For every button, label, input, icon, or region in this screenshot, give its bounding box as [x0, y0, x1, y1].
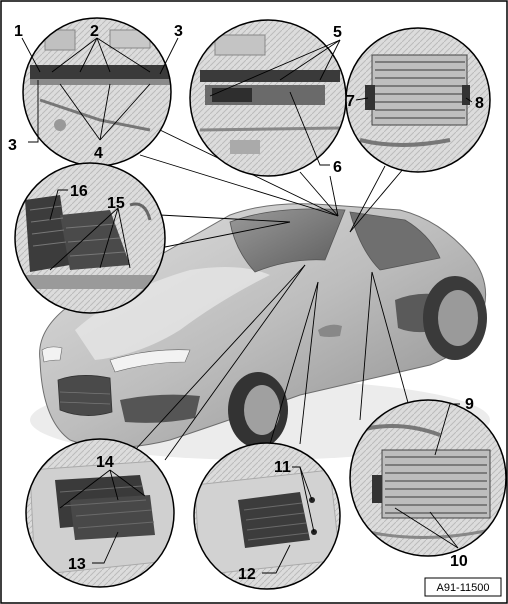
callout-1: 1 [14, 23, 23, 40]
callout-8: 8 [475, 95, 484, 112]
detail-view-5-6 [189, 19, 347, 177]
callout-7: 7 [346, 93, 355, 110]
callout-9: 9 [465, 396, 474, 413]
detail-view-13-14 [25, 438, 175, 588]
callout-11: 11 [274, 459, 291, 476]
callout-10: 10 [450, 553, 468, 570]
callout-5: 5 [333, 24, 342, 41]
detail-view-7-8 [345, 27, 491, 173]
callout-15: 15 [107, 195, 125, 212]
figure-id: A91-11500 [436, 582, 489, 594]
callout-2: 2 [90, 23, 99, 40]
detail-view-15-16 [14, 162, 166, 314]
callout-6: 6 [333, 159, 342, 176]
callout-3-top: 3 [174, 23, 183, 40]
leader-lines [134, 129, 411, 461]
figure-id-box: A91-11500 [424, 577, 502, 597]
callout-12: 12 [238, 566, 256, 583]
callout-14: 14 [96, 454, 114, 471]
callout-labels: 1 2 3 3 4 5 6 7 8 9 10 11 12 13 14 15 16 [8, 23, 484, 583]
callout-3-side: 3 [8, 137, 17, 154]
detail-view-9-10 [349, 399, 507, 557]
callout-16: 16 [70, 183, 88, 200]
detail-view-11-12 [193, 442, 341, 590]
detail-view-1-4 [22, 17, 172, 167]
callout-4: 4 [94, 145, 103, 162]
callout-13: 13 [68, 556, 86, 573]
